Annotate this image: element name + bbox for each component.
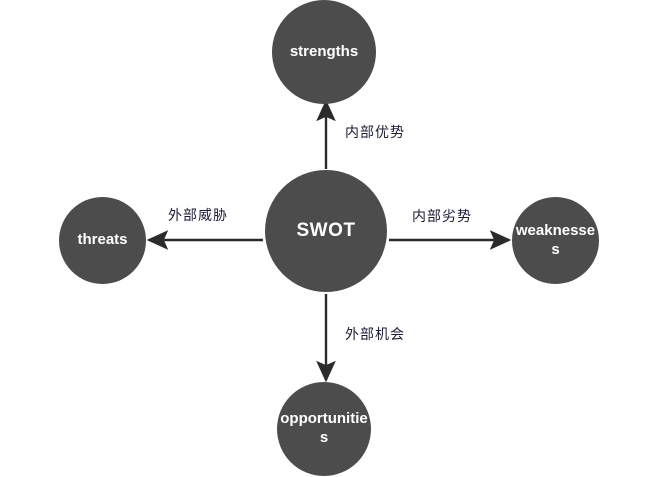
node-opportunities-label: opportunities xyxy=(280,410,368,446)
node-weaknesses[interactable]: weaknesses xyxy=(512,197,599,284)
node-swot-center[interactable]: SWOT xyxy=(265,170,387,292)
edge-label-internal-weaknesses: 内部劣势 xyxy=(412,209,472,225)
node-threats-label: threats xyxy=(77,231,128,249)
node-opportunities[interactable]: opportunities xyxy=(277,382,371,476)
node-strengths[interactable]: strengths xyxy=(272,0,376,104)
node-weaknesses-label: weaknesses xyxy=(515,221,596,258)
node-swot-center-label: SWOT xyxy=(296,220,356,242)
edge-label-external-threats: 外部威胁 xyxy=(168,208,228,224)
edge-label-external-opportunities: 外部机会 xyxy=(345,327,405,343)
node-threats[interactable]: threats xyxy=(59,197,146,284)
node-strengths-label: strengths xyxy=(289,42,359,60)
edge-label-internal-strengths: 内部优势 xyxy=(345,125,405,141)
